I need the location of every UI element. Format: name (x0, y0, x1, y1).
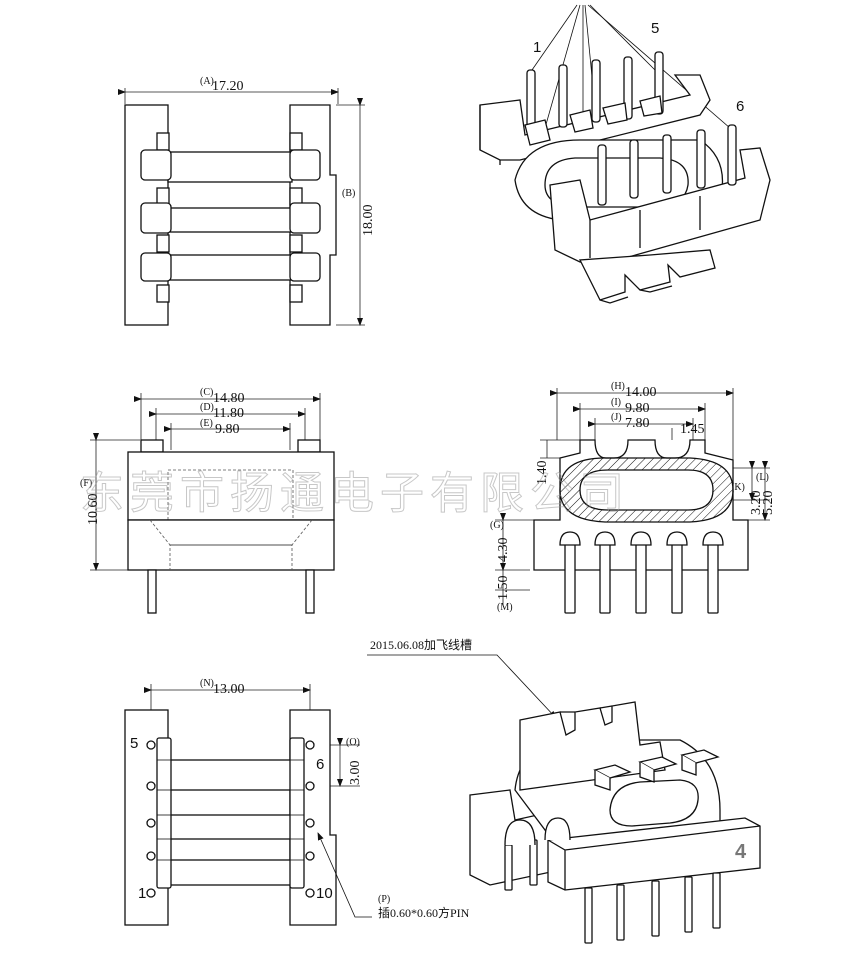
dim-i-label: (I) (611, 397, 621, 408)
iso-top-view: 1 5 6 10 (479, 4, 771, 304)
dim-i-value: 9.80 (625, 401, 650, 416)
dim-k-label: (K) (731, 482, 745, 493)
dim-f-label: (F) (80, 478, 92, 489)
dim-n-label: (N) (200, 678, 214, 689)
fly-line-slot-note: 2015.06.08加飞线槽 (370, 638, 472, 652)
dim-o-label: (O) (346, 737, 360, 748)
side-view: (H) 14.00 (I) 9.80 (J) 7.80 1.45 1.40 (K… (490, 381, 776, 614)
dim-145-value: 1.45 (680, 422, 705, 437)
dim-140-value: 1.40 (535, 461, 550, 486)
dim-d-label: (D) (200, 402, 214, 413)
bottom-pin-6: 6 (316, 756, 324, 773)
bottom-pin-1: 1 (138, 885, 146, 902)
dim-o-value: 3.00 (348, 761, 363, 786)
iso-pin-5: 5 (651, 20, 659, 37)
dim-m-label: (M) (497, 602, 513, 613)
dim-c-value: 14.80 (213, 391, 245, 406)
iso-pin-6: 6 (736, 98, 744, 115)
dim-a-label: (A) (200, 76, 214, 87)
iso-bottom-view: 2015.06.08加飞线槽 4 (367, 638, 761, 944)
dim-h-value: 14.00 (625, 385, 657, 400)
dim-f-value: 10.60 (86, 494, 101, 526)
dim-g-label: (G) (490, 520, 504, 531)
bottom-pin-10: 10 (316, 885, 333, 902)
dim-j-value: 7.80 (625, 416, 650, 431)
iso-pin-1: 1 (533, 39, 541, 56)
dim-b-label: (B) (342, 188, 355, 199)
dim-p-text: 插0.60*0.60方PIN (378, 905, 470, 920)
dim-n-value: 13.00 (213, 682, 245, 697)
dim-b-value: 18.00 (361, 205, 376, 237)
iso-number: 4 (735, 841, 747, 863)
dim-p-label: (P) (378, 894, 390, 905)
watermark: 东莞市扬通电子有限公司 (80, 468, 630, 519)
bottom-view: (N) 13.00 (O) 3.00 5 (124, 678, 470, 926)
front-view: (C) 14.80 (D) 11.80 (E) 9.80 (F) 10.60 (80, 387, 335, 614)
top-view: (A) 17.20 (B) 18.00 (118, 76, 376, 326)
dim-c-label: (C) (200, 387, 213, 398)
dim-320-value: 3.20 (749, 491, 764, 516)
dim-a-value: 17.20 (212, 79, 244, 94)
dim-j-label: (J) (611, 412, 622, 423)
dim-e-value: 9.80 (215, 422, 240, 437)
dim-520-value: 5.20 (761, 491, 776, 516)
dim-h-label: (H) (611, 381, 625, 392)
dim-g-value: 4.30 (496, 538, 511, 563)
dim-e-label: (E) (200, 418, 213, 429)
dim-m-value: 1.50 (496, 576, 511, 601)
bottom-pin-5: 5 (130, 735, 138, 752)
dim-l-label: (L) (756, 472, 769, 483)
dim-d-value: 11.80 (213, 406, 244, 421)
